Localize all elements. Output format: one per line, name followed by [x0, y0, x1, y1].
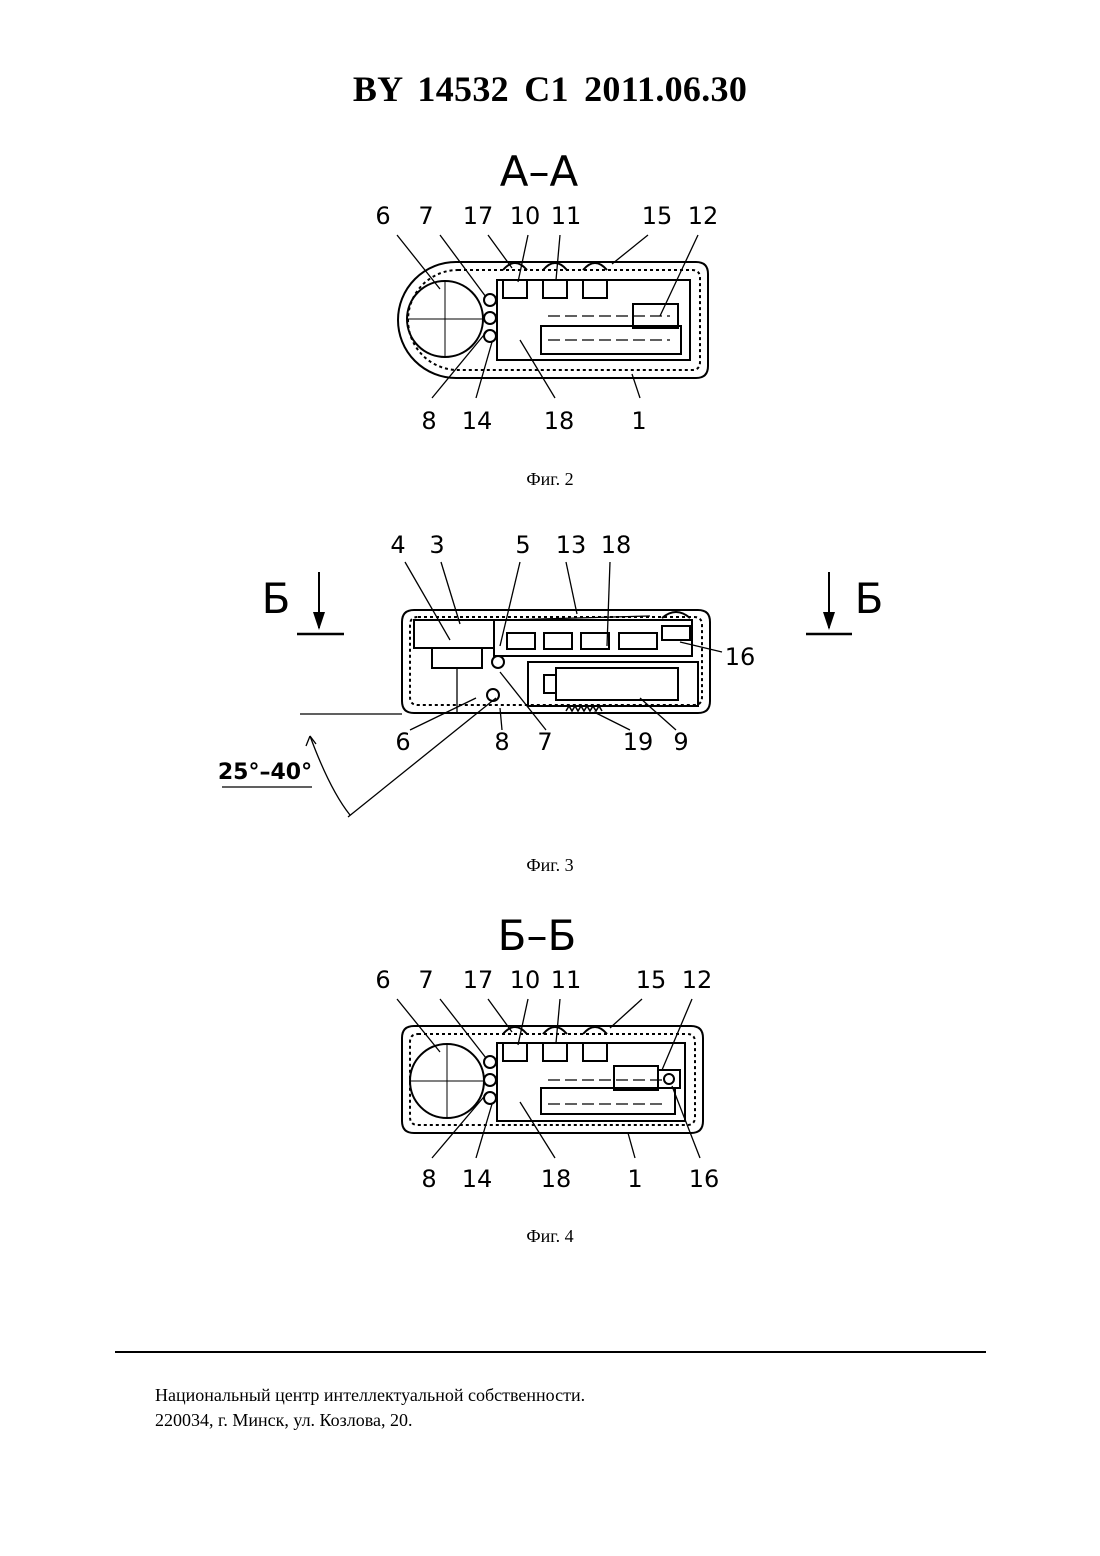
fig4-label: 14: [462, 1165, 493, 1193]
figure-4-caption: Фиг. 4: [0, 1226, 1100, 1247]
footer-organization: Национальный центр интеллектуальной собс…: [155, 1383, 585, 1408]
fig4-label: 17: [463, 966, 494, 994]
fig4-label: 12: [682, 966, 713, 994]
fig4-label: 16: [689, 1165, 720, 1193]
fig4-label: 11: [551, 966, 582, 994]
fig4-label: 6: [375, 966, 390, 994]
fig4-label: 7: [418, 966, 433, 994]
section-label-b-b: Б–Б: [498, 911, 577, 960]
footer: Национальный центр интеллектуальной собс…: [155, 1383, 585, 1433]
fig4-body: [402, 1026, 703, 1133]
fig4-leaders: [397, 999, 700, 1158]
fig4-bottom-labels: 8 14 18 1 16: [421, 1165, 719, 1193]
footer-divider: [115, 1351, 986, 1353]
fig4-label: 1: [627, 1165, 642, 1193]
fig4-label: 18: [541, 1165, 572, 1193]
fig4-top-labels: 6 7 17 10 11 15 12: [375, 966, 712, 994]
fig4-label: 15: [636, 966, 667, 994]
footer-address: 220034, г. Минск, ул. Козлова, 20.: [155, 1408, 585, 1433]
fig4-label: 10: [510, 966, 541, 994]
fig4-label: 8: [421, 1165, 436, 1193]
